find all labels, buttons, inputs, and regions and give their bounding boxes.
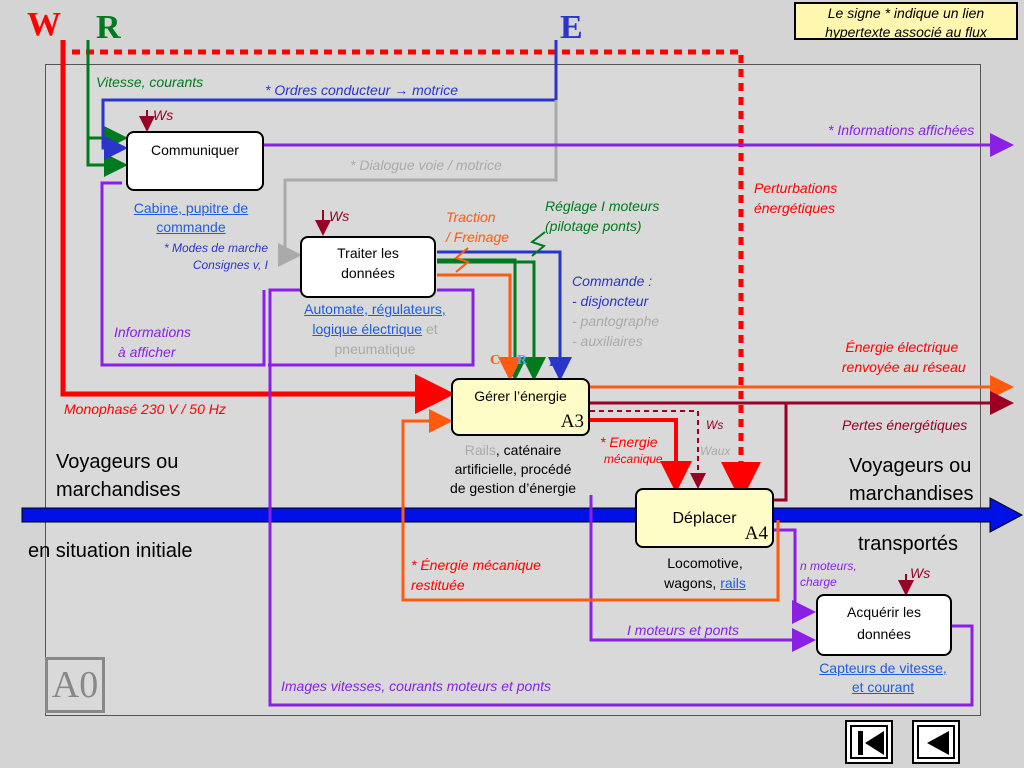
purple-i-moteurs	[589, 495, 816, 652]
gray-dialogue-line	[278, 100, 558, 267]
lightning-traction	[453, 247, 471, 273]
label-automate[interactable]: Automate, régulateurs,logique électrique…	[304, 301, 446, 357]
box-a2-id: A2	[406, 273, 430, 294]
waux-label: Waux	[700, 444, 731, 458]
box-a4-id: A4	[744, 523, 768, 544]
e-letter: E	[560, 9, 583, 46]
first-slide-icon	[850, 725, 888, 759]
box-a5-label-1: Acquérir les	[847, 604, 921, 620]
ws-a1: Ws	[153, 107, 174, 123]
label-c: C	[490, 353, 501, 368]
label-energie-mecanique[interactable]: * Energie mécanique	[600, 434, 663, 466]
green-vitesse-line	[86, 40, 128, 177]
box-a5-id: A5	[922, 631, 946, 652]
previous-slide-icon	[917, 725, 955, 759]
lightning-reglage	[529, 231, 547, 257]
box-a2-traiter[interactable]: Traiter les données A2	[300, 236, 436, 298]
ws-a4: Ws	[706, 418, 724, 432]
box-a1-communiquer[interactable]: Communiquer A1	[126, 131, 264, 191]
label-dialogue-voie[interactable]: * Dialogue voie / motrice	[350, 157, 502, 173]
w-letter: W	[27, 6, 61, 43]
label-n-moteurs: n moteurs,charge	[800, 559, 857, 589]
w-red-line	[60, 40, 455, 414]
label-informations-affichees[interactable]: * Informations affichées	[828, 122, 975, 138]
ws-a2: Ws	[329, 208, 350, 224]
blue-commande-line	[437, 250, 572, 381]
label-locomotive: Locomotive,wagons, rails	[664, 555, 746, 591]
box-a3-gerer-energie[interactable]: Gérer l’énergie A3	[451, 378, 590, 436]
label-i-moteurs: I moteurs et ponts	[627, 622, 740, 638]
box-a1-id: A1	[234, 166, 258, 187]
box-a4-label: Déplacer	[672, 510, 737, 527]
purple-a2-to-a1	[268, 288, 974, 707]
label-situation-initiale: en situation initiale	[28, 540, 193, 562]
frame-id-a0: A0	[45, 657, 105, 713]
label-r: R	[517, 353, 528, 368]
label-monophase: Monophasé 230 V / 50 Hz	[64, 401, 226, 417]
label-traction-freinage: Traction/ Freinage	[446, 209, 510, 245]
dashed-waux	[590, 410, 706, 489]
box-a5-label-2: données	[857, 626, 911, 642]
label-informations-afficher: Informations à afficher	[114, 324, 192, 360]
label-images-vitesses: Images vitesses, courants moteurs et pon…	[281, 678, 552, 694]
box-a5-acquerir[interactable]: Acquérir les données A5	[816, 594, 952, 656]
label-pertes: Pertes énergétiques	[842, 417, 968, 433]
purple-a2-out	[268, 288, 475, 367]
hyperlink-note: Le signe * indique un lien hypertexte as…	[794, 2, 1018, 40]
label-capteurs[interactable]: Capteurs de vitesse,et courant	[819, 660, 947, 695]
label-commande: Commande :- disjoncteur- pantographe- au…	[572, 273, 660, 349]
box-a2-label-1: Traiter les	[337, 245, 399, 261]
box-a2-label-2: données	[341, 265, 395, 281]
r-letter: R	[96, 9, 121, 46]
darkred-a4-pertes	[774, 403, 788, 502]
ws-a5: Ws	[910, 565, 931, 581]
orange-traction-line	[437, 273, 522, 381]
label-ordres-conducteur[interactable]: * Ordres conducteur → motrice	[265, 82, 458, 98]
red-energie-mecanique	[590, 418, 692, 493]
box-a4-deplacer[interactable]: Déplacer A4	[635, 488, 774, 548]
label-energie-renvoyee: Énergie électrique renvoyée au réseau	[841, 339, 966, 375]
main-flow-arrow	[21, 497, 1024, 533]
label-transportes: transportés	[858, 533, 959, 555]
purple-cabine-line	[100, 181, 266, 367]
first-slide-button[interactable]	[845, 720, 893, 764]
blue-ordres-line	[101, 40, 558, 160]
box-a1-label: Communiquer	[151, 142, 239, 158]
box-a3-label: Gérer l’énergie	[474, 388, 567, 404]
orange-energie-restituee	[401, 409, 780, 602]
box-a3-id: A3	[560, 411, 584, 432]
previous-slide-button[interactable]	[912, 720, 960, 764]
label-reglage: Réglage I moteurs(pilotage ponts)	[545, 198, 660, 234]
label-vitesse-courants: Vitesse, courants	[96, 74, 204, 90]
purple-n-moteurs	[774, 528, 816, 624]
label-e: E	[549, 355, 559, 370]
